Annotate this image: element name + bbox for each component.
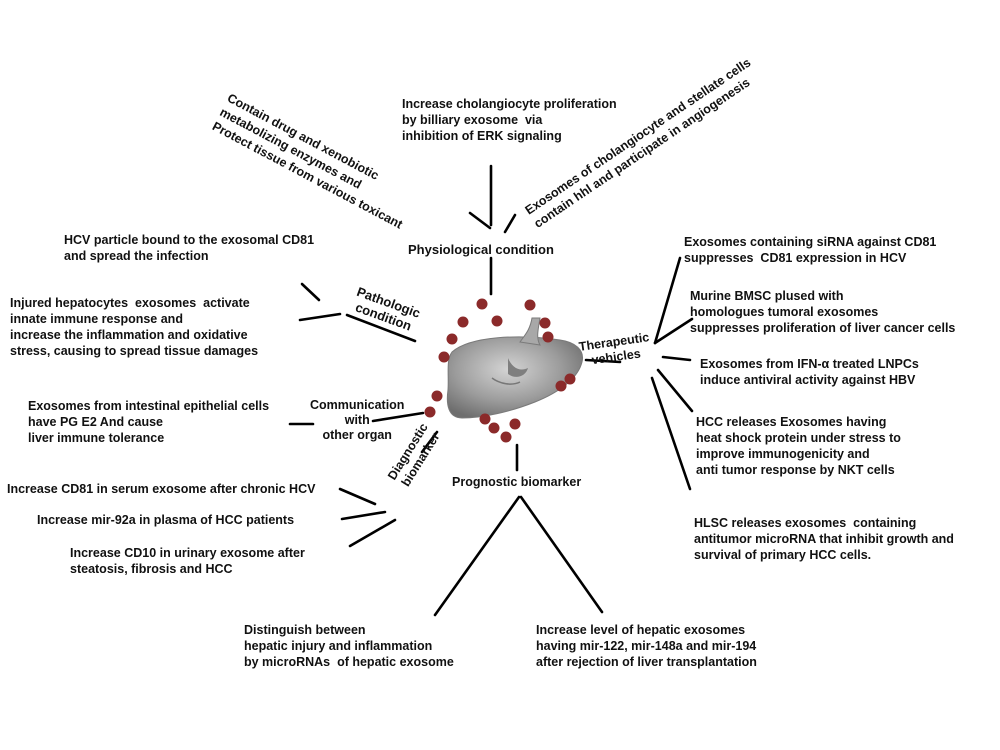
connector-line [503, 213, 517, 234]
exosome-dot [555, 380, 567, 392]
exosome-dot [564, 373, 576, 385]
exosome-dot [457, 316, 469, 328]
diagnostic-item-cd81-serum: Increase CD81 in serum exosome after chr… [7, 482, 316, 496]
connector-line [348, 518, 397, 548]
connector-line [519, 495, 604, 614]
exosome-dot [438, 351, 450, 363]
hub-prognostic-biomarker: Prognostic biomarker [452, 475, 582, 489]
connector-line [300, 282, 321, 302]
hub-communication-other-organ: Communication with other organ [310, 398, 405, 442]
prognostic-item-liver-transplantation: Increase level of hepatic exosomes havin… [536, 623, 757, 669]
exosome-dot [491, 315, 503, 327]
therapeutic-item-hlsc-microrna: HLSC releases exosomes containing antitu… [694, 516, 954, 562]
connector-line [584, 358, 622, 364]
exosome-dot [424, 406, 436, 418]
connector-line [650, 376, 692, 491]
exosome-dot [479, 413, 491, 425]
connector-line [653, 317, 694, 345]
pathologic-item-injured-hepatocytes: Injured hepatocytes exosomes activate in… [10, 296, 259, 358]
exosome-dot [431, 390, 443, 402]
liver-illustration [446, 317, 584, 419]
connector-line [371, 411, 425, 423]
therapeutic-item-ifn-lnpcs: Exosomes from IFN-α treated LNPCs induce… [700, 357, 919, 387]
exosome-dot [488, 422, 500, 434]
connector-line [338, 487, 377, 506]
connector-line [661, 355, 692, 362]
hub-physiological-condition: Physiological condition [408, 242, 554, 257]
exosome-dot [446, 333, 458, 345]
connector-line [468, 211, 492, 230]
pathologic-item-hcv-cd81: HCV particle bound to the exosomal CD81 … [64, 233, 315, 263]
exosome-dot [539, 317, 551, 329]
therapeutic-item-hcc-heat-shock: HCC releases Exosomes having heat shock … [696, 415, 901, 477]
diagnostic-item-mir92a: Increase mir-92a in plasma of HCC patien… [37, 513, 295, 527]
connector-lines [288, 164, 694, 617]
connector-line [433, 495, 521, 617]
therapeutic-item-murine-bmsc: Murine BMSC plused with homologues tumor… [690, 289, 956, 335]
therapeutic-item-sirna-cd81: Exosomes containing siRNA against CD81 s… [684, 235, 937, 265]
connector-line [653, 256, 682, 345]
connector-line [656, 368, 694, 413]
communication-item-intestinal-epithelial: Exosomes from intestinal epithelial cell… [28, 399, 270, 445]
exosome-dot [509, 418, 521, 430]
exosome-dot [476, 298, 488, 310]
exosome-dots [424, 298, 576, 443]
connector-line [340, 510, 387, 521]
exosome-dot [524, 299, 536, 311]
prognostic-item-hepatic-injury: Distinguish between hepatic injury and i… [244, 623, 454, 669]
connector-line [420, 430, 439, 454]
connector-line [345, 313, 417, 343]
diagnostic-item-cd10-urinary: Increase CD10 in urinary exosome after s… [70, 546, 305, 576]
exosome-dot [542, 331, 554, 343]
exosome-dot [500, 431, 512, 443]
physiological-item-cholangiocyte-proliferation: Increase cholangiocyte proliferation by … [402, 97, 617, 143]
connector-line [298, 312, 342, 322]
